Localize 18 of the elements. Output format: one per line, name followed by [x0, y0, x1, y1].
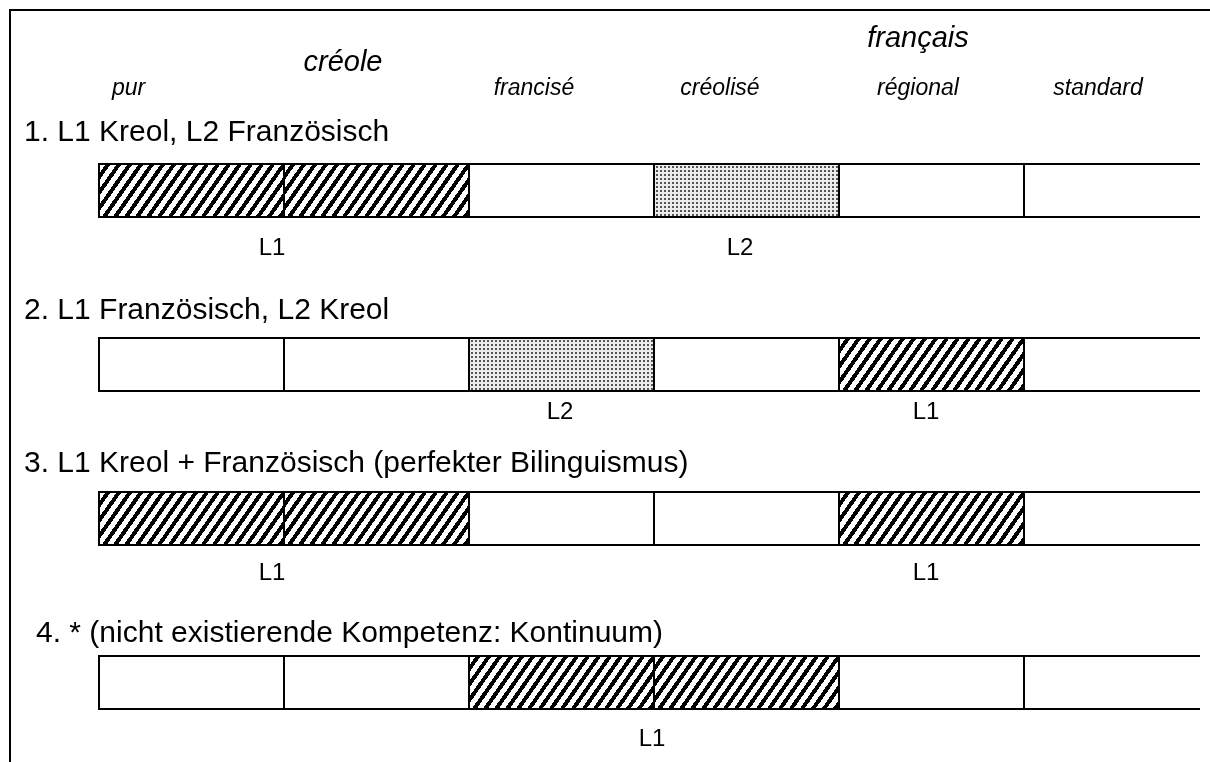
segment-label: L1: [258, 560, 286, 584]
row-title: 4. * (nicht existierende Kompetenz: Kontinuum): [36, 617, 663, 647]
column-heading: créole: [303, 46, 383, 76]
segment-label: L1: [912, 560, 940, 584]
segment-label: L1: [638, 726, 666, 750]
row-title: 1. L1 Kreol, L2 Französisch: [24, 116, 390, 146]
segment-label: L2: [546, 399, 574, 423]
row-title: 2. L1 Französisch, L2 Kreol: [24, 294, 390, 324]
segment-label: L1: [912, 399, 940, 423]
segment-label: L2: [726, 235, 754, 259]
column-subheading: créolisé: [680, 75, 760, 99]
column-subheading: standard: [1053, 75, 1143, 99]
segment-label: L1: [258, 235, 286, 259]
column-subheading: pur: [112, 75, 146, 99]
column-subheading: régional: [877, 75, 959, 99]
row-title: 3. L1 Kreol + Französisch (perfekter Bilinguismus): [24, 447, 689, 477]
column-heading: français: [867, 22, 969, 52]
column-subheading: francisé: [493, 75, 575, 99]
